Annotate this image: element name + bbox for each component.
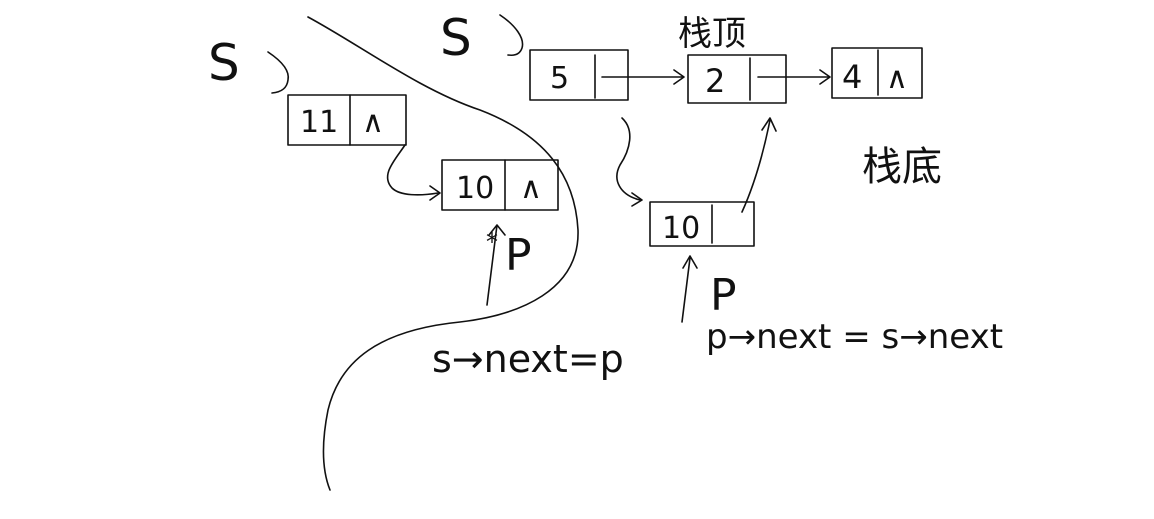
s-label-right: S [440, 9, 472, 67]
right-node-3: 4 ∧ [831, 47, 923, 99]
p-label-left: P [505, 230, 532, 281]
divider-curve [307, 16, 579, 491]
right-node-3-value: 4 [842, 58, 862, 96]
right-node-1-value: 5 [550, 61, 569, 96]
p-arrow-right [681, 255, 698, 323]
left-node-1: 11 ∧ [287, 94, 407, 146]
s-label-left: S [208, 34, 240, 92]
left-node-2-value: 10 [456, 171, 494, 206]
left-node-2-link: ∧ [520, 171, 542, 206]
equation-right: p→next = s→next [706, 317, 1003, 357]
right-node-2: 2 [687, 54, 787, 104]
equation-left: s→next=p [432, 337, 624, 381]
left-node-2: 10 ∧ [441, 159, 559, 211]
stack-bottom-label: 栈底 [862, 144, 942, 190]
arrow-right-1-to-2 [601, 69, 685, 85]
arrow-s-to-new-node [616, 117, 643, 207]
left-node-1-value: 11 [300, 105, 338, 140]
right-node-3-link: ∧ [886, 61, 908, 96]
left-node-1-link: ∧ [362, 105, 384, 140]
right-node-2-value: 2 [705, 62, 725, 100]
arrow-new-node-to-node-2 [741, 117, 777, 213]
p-label-right: P [710, 270, 737, 321]
s-pointer-left [267, 51, 290, 94]
arrow-right-2-to-3 [757, 69, 831, 85]
s-pointer-right [499, 14, 524, 57]
right-node-1: 5 [529, 49, 629, 101]
arrow-left-1-to-2 [386, 144, 441, 201]
new-node: 10 [649, 201, 755, 247]
p-arrow-left [486, 224, 506, 306]
new-node-value: 10 [662, 211, 700, 246]
stack-top-label: 栈顶 [678, 14, 746, 54]
